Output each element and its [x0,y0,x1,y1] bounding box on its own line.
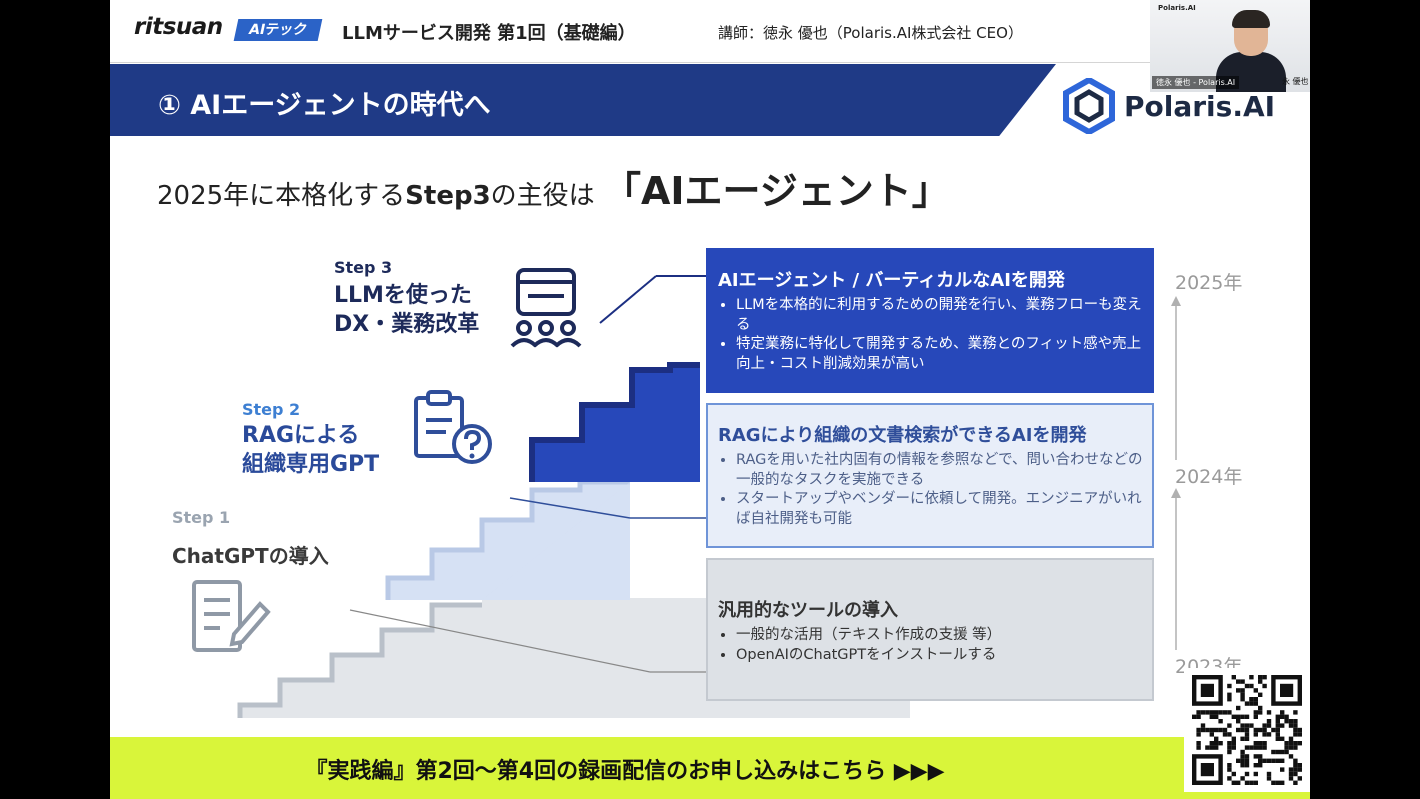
brand-logo: ritsuan [134,14,223,40]
box-bullets: 一般的な活用（テキスト作成の支援 等） OpenAIのChatGPTをインストー… [718,626,1144,665]
qr-code-icon[interactable] [1184,668,1310,792]
step1-description-box: 汎用的なツールの導入 一般的な活用（テキスト作成の支援 等） OpenAIのCh… [706,558,1154,701]
polaris-mark-icon [1063,78,1115,134]
lecturer-name: 講師：徳永 優也（Polaris.AI株式会社 CEO） [718,24,1023,42]
webcam-overlay: Polaris.AI 徳永 優也 - Polaris.AI 永 優也 [1150,0,1310,92]
step2-description-box: RAGにより組織の文書検索ができるAIを開発 RAGを用いた社内固有の情報を参照… [706,403,1154,548]
step3-title-line1: LLMを使った [334,283,472,308]
step3-title: LLMを使った DX・業務改革 [334,281,479,339]
headline-part-a: 2025年に本格化する [157,181,406,211]
course-title: LLMサービス開発 第1回（基礎編） [342,23,636,44]
step3-label: Step 3 [334,258,393,277]
step3-description-box: AIエージェント / バーティカルなAIを開発 LLMを本格的に利用するための開… [706,248,1154,393]
cta-text[interactable]: 『実践編』第2回～第4回の録画配信のお申し込みはこちら ▶▶▶ [305,759,945,784]
headline-emphasis: 「AIエージェント」 [602,169,950,213]
year-2025: 2025年 [1175,272,1243,294]
clipboard-question-icon [414,390,492,464]
box-bullet: LLMを本格的に利用するための開発を行い、業務フローも変える [736,296,1144,335]
box-bullet: スタートアップやベンダーに依頼して開発。エンジニアがいれば自社開発も可能 [736,490,1144,529]
step2-label: Step 2 [242,400,301,419]
headline: 2025年に本格化するStep3の主役は 「AIエージェント」 [157,160,950,215]
webcam-mini-logo: Polaris.AI [1158,4,1196,12]
box-bullets: LLMを本格的に利用するための開発を行い、業務フローも変える 特定業務に特化して… [718,296,1144,374]
logo-wordmark: Polaris.AI [1124,90,1276,123]
box-bullets: RAGを用いた社内固有の情報を参照などで、問い合わせなどの一般的なタスクを実施で… [718,451,1144,529]
presenter-hair [1232,10,1270,28]
step1-label: Step 1 [172,508,231,527]
presenter-name-tag: 徳永 優也 - Polaris.AI [1152,76,1240,89]
step2-title-line2: 組織専用GPT [242,452,380,477]
title-band: ① AIエージェントの時代へ [110,64,1056,136]
presenter-corner-label: 永 優也 [1282,77,1309,86]
slide-header: ritsuan AIテック LLMサービス開発 第1回（基礎編） 講師：徳永 優… [110,0,1150,63]
step2-title-line1: RAGによる [242,423,360,448]
cta-banner[interactable]: 『実践編』第2回～第4回の録画配信のお申し込みはこちら ▶▶▶ [110,737,1310,799]
step1-title: ChatGPTの導入 [172,544,329,568]
headline-step: Step3 [405,181,491,211]
box-bullet: OpenAIのChatGPTをインストールする [736,646,1144,666]
step2-title: RAGによる 組織専用GPT [242,421,379,479]
box-title: RAGにより組織の文書検索ができるAIを開発 [718,425,1087,446]
box-title: AIエージェント / バーティカルなAIを開発 [718,270,1065,291]
box-bullet: RAGを用いた社内固有の情報を参照などで、問い合わせなどの一般的なタスクを実施で… [736,451,1144,490]
step3-title-line2: DX・業務改革 [334,312,480,337]
box-bullet: 特定業務に特化して開発するため、業務とのフィット感や売上向上・コスト削減効果が高… [736,335,1144,374]
box-title: 汎用的なツールの導入 [718,600,898,621]
slide-title: ① AIエージェントの時代へ [158,90,491,121]
qr-code[interactable] [1184,668,1310,792]
slide: ritsuan AIテック LLMサービス開発 第1回（基礎編） 講師：徳永 優… [110,0,1310,799]
browser-team-icon [510,268,582,348]
year-2024: 2024年 [1175,466,1243,488]
box-bullet: 一般的な活用（テキスト作成の支援 等） [736,626,1144,646]
headline-part-c: の主役は [490,181,595,211]
document-pencil-icon [192,580,271,652]
polaris-logo: Polaris.AI [1062,78,1282,134]
